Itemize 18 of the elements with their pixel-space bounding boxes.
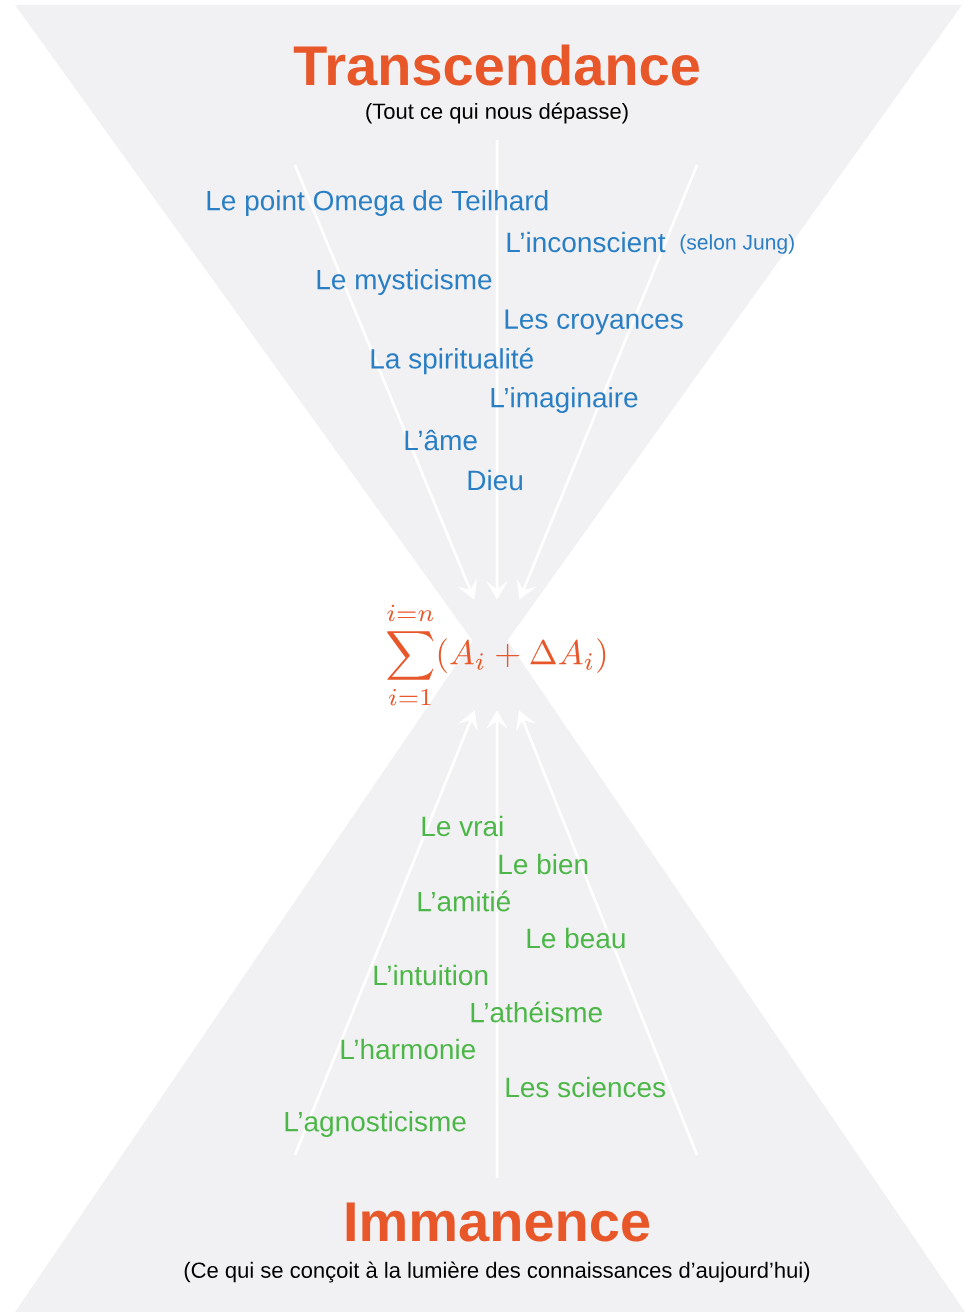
concept-label: Dieu — [468, 469, 522, 491]
concept-label: Le bien — [499, 853, 588, 875]
concept-label: L’imaginaire — [491, 386, 638, 414]
concept-label: L’âme — [405, 429, 477, 451]
concept-label: L’amitié — [418, 890, 510, 912]
concept-label: L’athéisme — [471, 1001, 602, 1023]
concept-label: L’harmonie — [341, 1038, 475, 1060]
concept-label: Le mysticisme — [317, 268, 492, 296]
concept-label: Le point Omega de Teilhard — [207, 189, 548, 217]
concept-label: La spiritualité — [371, 347, 533, 375]
concept-label: L’agnosticisme — [285, 1110, 466, 1138]
concept-label: L’intuition — [374, 964, 488, 986]
concept-label: Les sciences — [506, 1076, 666, 1098]
concept-label: L’inconscient — [507, 231, 666, 253]
concept-label: Les croyances — [505, 309, 683, 335]
concept-label: Le vrai — [422, 815, 503, 837]
concept-label: Le beau — [527, 927, 625, 949]
concept-label: (selon Jung) — [680, 234, 794, 254]
